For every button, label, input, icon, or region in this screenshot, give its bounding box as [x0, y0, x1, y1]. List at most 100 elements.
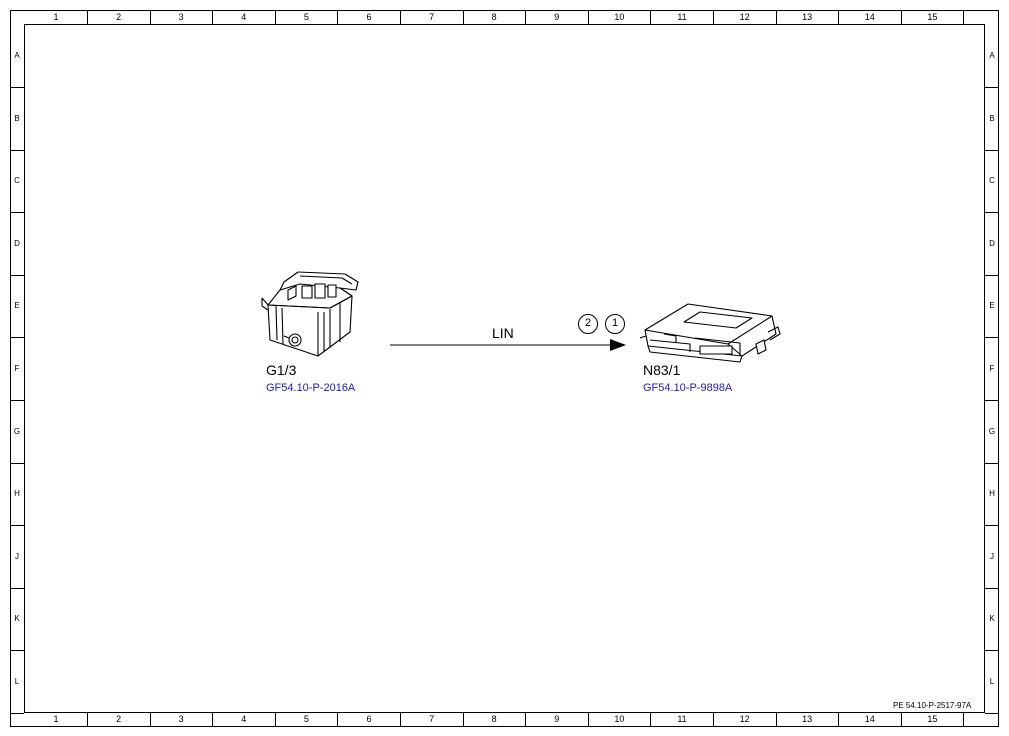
grid-row-label: F: [14, 364, 20, 373]
grid-tick: [985, 525, 998, 527]
grid-tick: [713, 713, 714, 726]
grid-tick: [212, 11, 214, 24]
grid-column-label: 14: [864, 12, 875, 22]
grid-tick: [650, 713, 652, 726]
grid-row-label: E: [989, 301, 995, 311]
grid-column-label: 7: [429, 12, 435, 22]
grid-row-label: C: [14, 176, 20, 186]
grid-column-label: 8: [491, 12, 497, 22]
grid-column-label: 12: [739, 714, 750, 724]
grid-tick: [462, 713, 464, 726]
grid-tick: [985, 400, 998, 401]
grid-tick: [985, 587, 998, 589]
grid-tick: [838, 713, 840, 726]
grid-column-label: 4: [241, 12, 247, 22]
grid-column-label: 8: [491, 714, 497, 724]
grid-column-label: 9: [554, 12, 560, 22]
grid-tick: [337, 713, 339, 726]
grid-column-label: 7: [429, 714, 435, 724]
grid-tick: [985, 274, 998, 276]
grid-column-label: 11: [677, 12, 687, 22]
grid-row-label: D: [14, 238, 20, 248]
grid-column-label: 6: [366, 714, 372, 724]
battery-module-icon[interactable]: [261, 271, 359, 357]
grid-tick: [149, 11, 151, 24]
grid-tick: [775, 11, 777, 24]
source-component-code: G1/3: [266, 362, 297, 378]
target-component-code: N83/1: [643, 362, 681, 378]
grid-tick: [900, 713, 902, 726]
source-reference-link[interactable]: GF54.10-P-2016A: [266, 382, 356, 394]
grid-row-label: L: [14, 677, 20, 686]
grid-column-label: 2: [116, 714, 122, 724]
grid-column-label: 13: [802, 714, 813, 724]
grid-row-label: A: [14, 51, 20, 60]
grid-column-label: 2: [116, 12, 122, 22]
arrowhead-icon: [610, 339, 626, 351]
grid-row-label: E: [14, 301, 20, 311]
grid-column-label: 10: [614, 12, 625, 22]
grid-tick: [11, 525, 24, 527]
grid-tick: [587, 713, 589, 726]
grid-tick: [525, 11, 527, 24]
grid-row-label: F: [989, 364, 995, 373]
grid-column-label: 5: [303, 12, 309, 22]
grid-row-label: B: [14, 113, 20, 123]
grid-tick: [713, 11, 714, 24]
grid-tick: [985, 650, 998, 652]
grid-tick: [11, 400, 24, 401]
grid-tick: [985, 337, 998, 339]
grid-tick: [11, 462, 24, 464]
grid-tick: [775, 713, 777, 726]
grid-tick: [650, 11, 652, 24]
grid-tick: [274, 713, 276, 726]
grid-row-label: J: [990, 551, 994, 561]
grid-row-label: C: [989, 176, 995, 186]
grid-tick: [11, 713, 24, 714]
grid-row-label: G: [988, 426, 996, 436]
target-reference-link[interactable]: GF54.10-P-9898A: [643, 382, 733, 394]
grid-tick: [462, 11, 464, 24]
grid-column-label: 12: [739, 12, 750, 22]
grid-tick: [985, 713, 998, 714]
grid-tick: [985, 149, 998, 151]
grid-row-label: G: [13, 426, 21, 436]
grid-tick: [11, 337, 24, 339]
grid-column-label: 9: [554, 714, 560, 724]
grid-column-label: 14: [864, 714, 875, 724]
grid-column-label: 15: [927, 12, 938, 22]
grid-row-label: K: [989, 614, 995, 624]
grid-tick: [400, 713, 401, 726]
grid-tick: [337, 11, 339, 24]
document-id: PE 54.10-P-2517-97A: [893, 701, 972, 710]
control-unit-icon[interactable]: [639, 303, 781, 363]
grid-row-label: D: [989, 238, 995, 248]
grid-column-label: 6: [366, 12, 372, 22]
grid-tick: [11, 87, 24, 88]
grid-column-label: 5: [303, 714, 309, 724]
grid-tick: [11, 212, 24, 214]
outer-frame: [10, 10, 999, 727]
inner-frame: [24, 24, 985, 713]
grid-column-label: 1: [53, 12, 59, 22]
grid-tick: [149, 713, 151, 726]
grid-column-label: 11: [677, 714, 687, 724]
grid-row-label: L: [989, 677, 995, 686]
grid-tick: [985, 462, 998, 464]
grid-tick: [11, 650, 24, 652]
grid-column-label: 13: [802, 12, 813, 22]
grid-row-label: K: [14, 614, 20, 624]
grid-tick: [963, 11, 965, 24]
grid-tick: [212, 713, 214, 726]
grid-column-label: 15: [927, 714, 938, 724]
grid-tick: [274, 11, 276, 24]
grid-row-label: H: [14, 489, 20, 499]
grid-tick: [400, 11, 401, 24]
grid-row-label: H: [989, 489, 995, 499]
grid-row-label: J: [15, 551, 19, 561]
grid-tick: [838, 11, 840, 24]
lin-connection-line: [390, 339, 626, 351]
grid-column-label: 1: [53, 714, 59, 724]
